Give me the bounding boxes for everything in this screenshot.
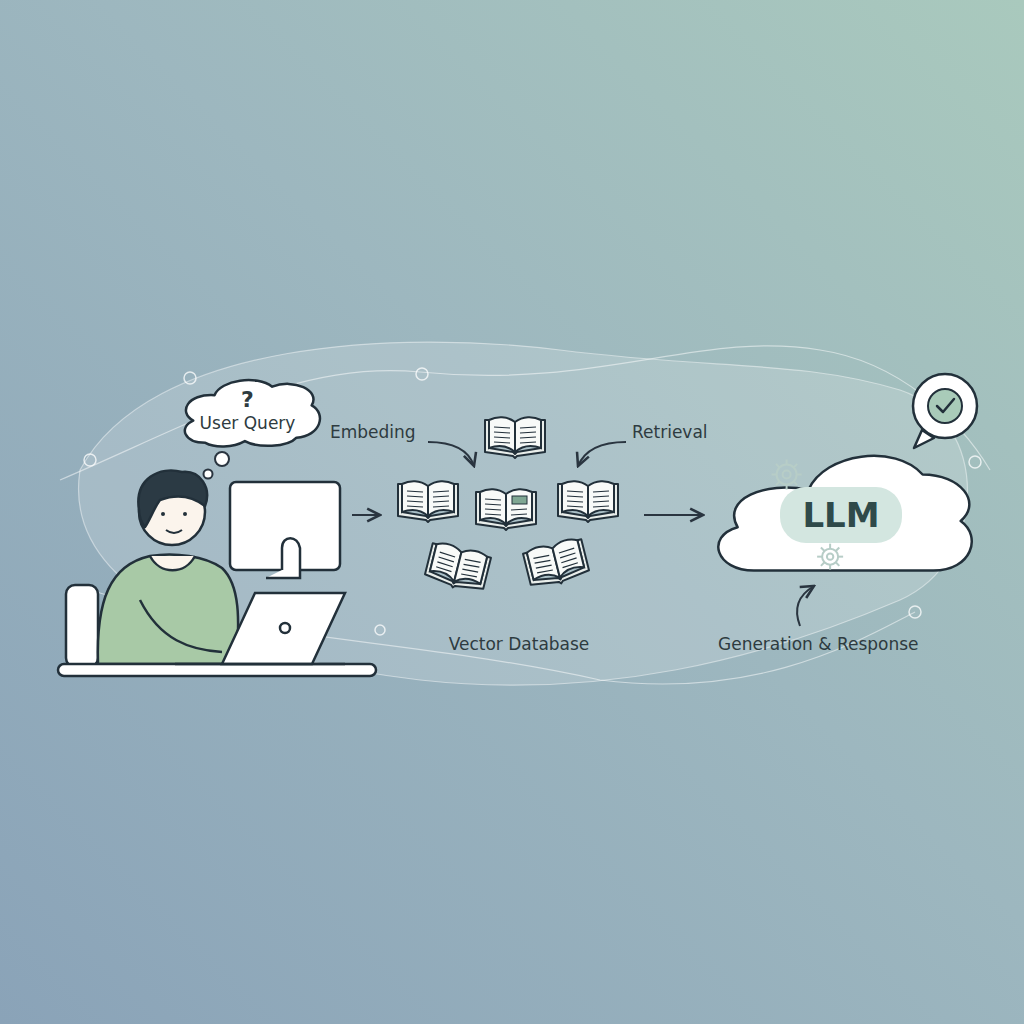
question-mark: ? <box>241 388 254 412</box>
book-icon <box>522 537 590 591</box>
step-label: Generation & Response <box>718 634 919 654</box>
llm-cloud: LLM <box>705 428 977 583</box>
step-label: Retrieval <box>632 422 708 442</box>
book-icon <box>476 489 536 530</box>
model-name: LLM <box>780 487 901 543</box>
book-icon <box>398 481 458 522</box>
flow-arrow <box>352 514 380 516</box>
step-label: Embeding <box>330 422 416 442</box>
book-icon <box>485 417 545 458</box>
leader-arrow <box>797 586 814 626</box>
check-bubble <box>913 374 977 448</box>
flow-arrow <box>644 514 703 516</box>
book-icon <box>558 481 618 522</box>
query-text: User Query <box>200 413 296 433</box>
background-blob <box>79 342 968 685</box>
leader-arrow <box>578 442 626 466</box>
book-icon <box>424 541 492 595</box>
vector-database: Vector Database <box>398 412 640 654</box>
laptop-icon <box>175 593 345 664</box>
thought-dot <box>204 470 213 479</box>
thought-dot <box>215 452 229 466</box>
leader-arrow <box>428 442 474 466</box>
node-label: Vector Database <box>449 634 590 654</box>
thought-cloud: ?User Query <box>172 368 324 453</box>
book-stack <box>398 417 618 594</box>
person-illustration <box>58 471 376 676</box>
monitor-icon <box>230 482 340 578</box>
